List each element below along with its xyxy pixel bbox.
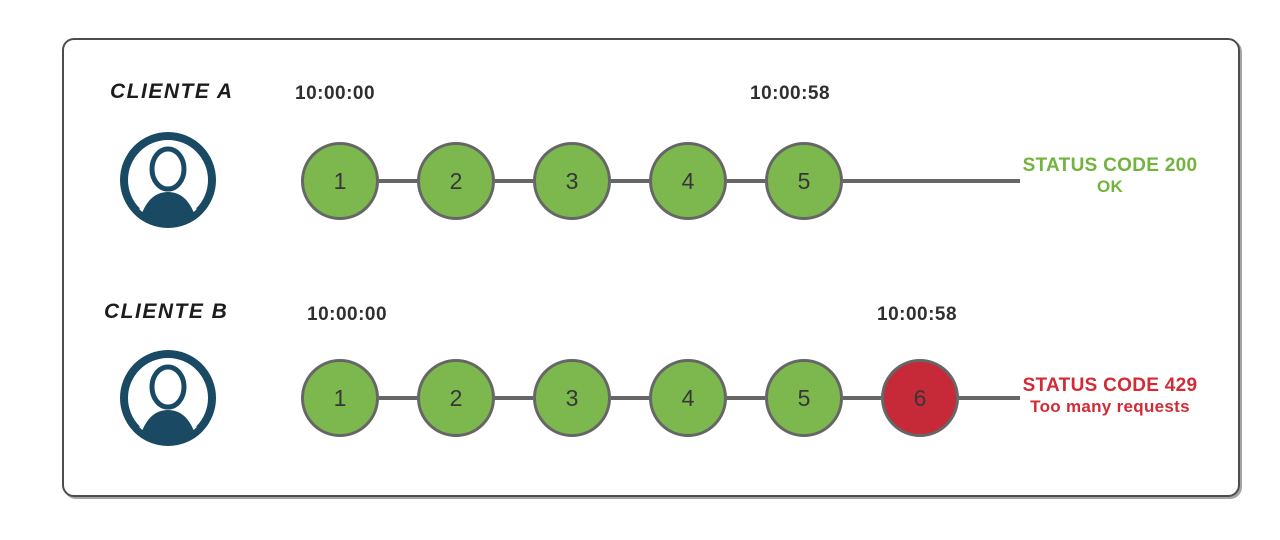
client-a-label: CLIENTE A — [110, 80, 234, 103]
request-circle: 6 — [881, 359, 959, 437]
status-text-a: STATUS CODE 200 OK — [1020, 155, 1200, 197]
request-circle: 3 — [533, 359, 611, 437]
request-circle: 2 — [417, 142, 495, 220]
connector-line — [495, 179, 533, 183]
request-circle: 1 — [301, 142, 379, 220]
status-code-line: STATUS CODE 429 — [1022, 375, 1198, 396]
timestamp-start-b: 10:00:00 — [307, 304, 388, 325]
connector-line — [727, 396, 765, 400]
status-message-line: Too many requests — [1030, 397, 1190, 416]
timestamp-end-a: 10:00:58 — [750, 83, 831, 104]
timestamp-end-b: 10:00:58 — [877, 304, 958, 325]
request-circle: 5 — [765, 142, 843, 220]
status-text-b: STATUS CODE 429 Too many requests — [1020, 375, 1200, 417]
status-code-line: STATUS CODE 200 — [1022, 155, 1198, 176]
request-circle: 5 — [765, 359, 843, 437]
request-circle: 4 — [649, 359, 727, 437]
connector-line — [379, 179, 417, 183]
connector-line — [611, 396, 649, 400]
request-circle: 4 — [649, 142, 727, 220]
request-circle: 2 — [417, 359, 495, 437]
connector-line — [379, 396, 417, 400]
request-circle: 1 — [301, 359, 379, 437]
timestamp-start-a: 10:00:00 — [295, 83, 376, 104]
connector-line — [727, 179, 765, 183]
client-b-label: CLIENTE B — [104, 300, 229, 323]
request-circle: 3 — [533, 142, 611, 220]
tail-line — [959, 396, 1020, 400]
connector-line — [843, 396, 881, 400]
connector-line — [611, 179, 649, 183]
status-message-line: OK — [1096, 177, 1124, 196]
tail-line — [843, 179, 1020, 183]
diagram-panel — [62, 38, 1240, 497]
connector-line — [495, 396, 533, 400]
user-avatar-icon — [118, 130, 218, 230]
user-avatar-icon — [118, 348, 218, 448]
